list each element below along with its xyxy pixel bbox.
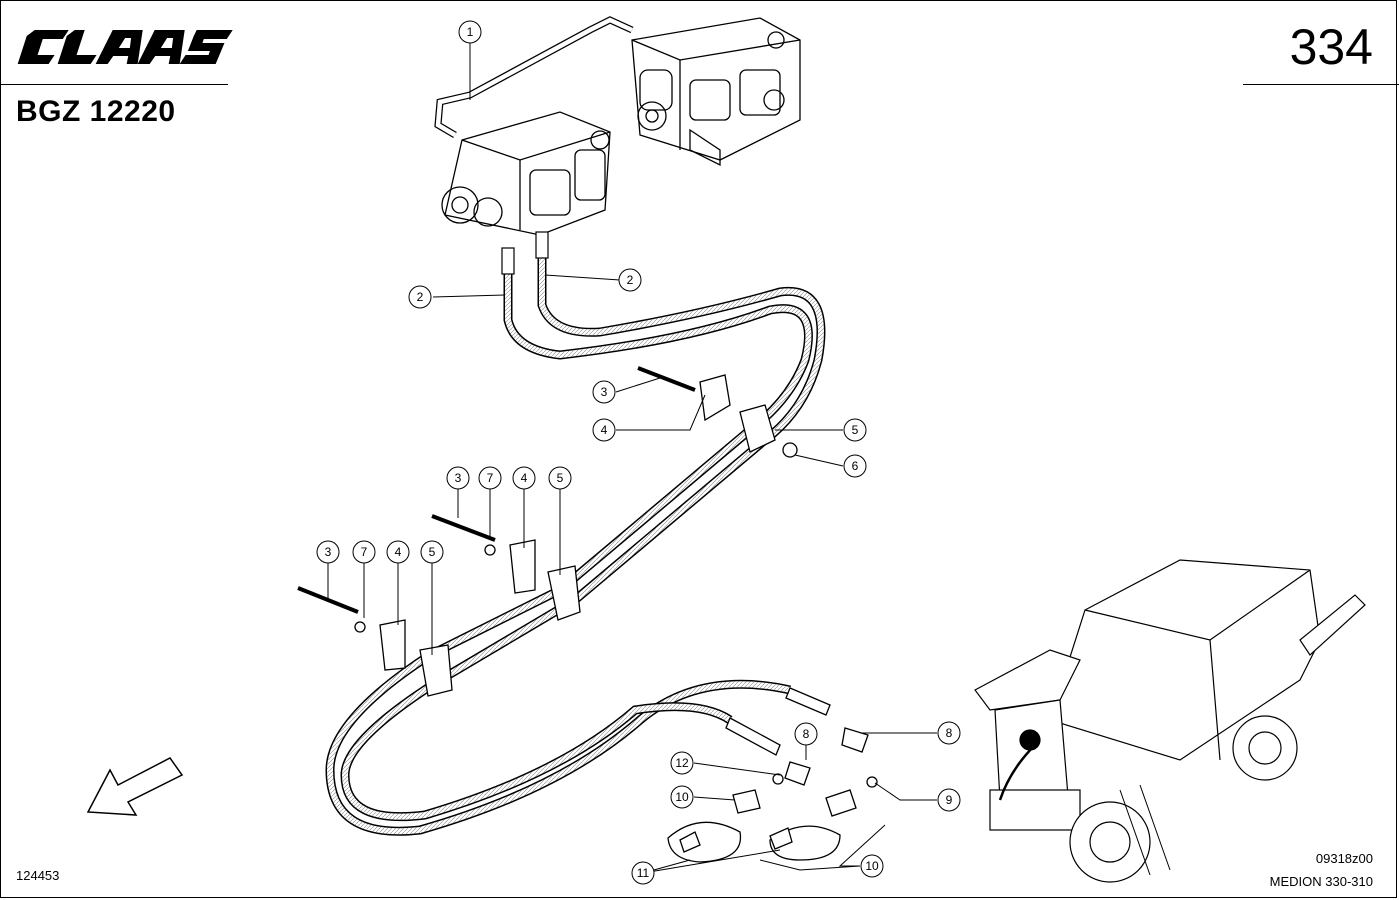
- document-code: BGZ 12220: [16, 95, 176, 128]
- page-number: 334: [1289, 19, 1373, 75]
- model-name: MEDION 330-310: [1269, 874, 1373, 889]
- callout-balloon: [631, 861, 655, 885]
- header-divider-left: [0, 84, 228, 85]
- callout-label: 6: [852, 459, 859, 473]
- control-valve-upper: [631, 17, 801, 167]
- callout-label: 10: [865, 859, 879, 873]
- claas-logo-graphic: [17, 30, 233, 64]
- callout-label: 4: [601, 423, 608, 437]
- callout-label: 11: [637, 866, 650, 880]
- callout-balloon: [386, 540, 410, 564]
- callout-label: 3: [325, 545, 332, 559]
- header-divider-right: [1243, 84, 1399, 85]
- callout-label: 10: [675, 790, 689, 804]
- callout-balloon: [592, 418, 616, 442]
- drawing-id: 124453: [16, 868, 60, 883]
- callout-label: 4: [521, 471, 528, 485]
- callout-balloon: [446, 466, 470, 490]
- callout-label: 1: [467, 25, 474, 39]
- clamp-assemblies: [297, 366, 798, 697]
- callout-balloon: [548, 466, 572, 490]
- combine-harvester-sketch: [974, 559, 1366, 883]
- callout-label: 8: [946, 726, 953, 740]
- callout-balloon: [937, 721, 961, 745]
- drawing-ref: 09318z00: [1315, 851, 1373, 866]
- callout-label: 4: [395, 545, 402, 559]
- callout-label: 7: [487, 471, 494, 485]
- callout-label: 5: [852, 423, 859, 437]
- callout-label: 12: [675, 756, 689, 770]
- callout-balloon: [512, 466, 536, 490]
- callout-label: 5: [429, 545, 436, 559]
- callout-balloon: [458, 20, 482, 44]
- direction-arrow-icon: [86, 757, 184, 816]
- callout-label: 8: [803, 727, 810, 741]
- control-valve-lower: [441, 111, 611, 236]
- callout-label: 3: [455, 471, 462, 485]
- callout-balloon: [316, 540, 340, 564]
- callout-balloon: [843, 418, 867, 442]
- callout-balloon: [592, 380, 616, 404]
- callout-label: 5: [557, 471, 564, 485]
- coupling-parts: [667, 687, 878, 863]
- callout-balloon: [420, 540, 444, 564]
- callout-label: 9: [946, 793, 953, 807]
- callouts: [327, 42, 937, 874]
- callout-label: 2: [627, 273, 634, 287]
- callout-balloon: [937, 788, 961, 812]
- callout-balloon: [860, 854, 884, 878]
- callout-balloon: [352, 540, 376, 564]
- hose-part-2: [325, 231, 826, 836]
- brand-logo: [14, 26, 236, 68]
- callout-balloon: [618, 268, 642, 292]
- callout-label: 3: [601, 385, 608, 399]
- callout-balloon: [478, 466, 502, 490]
- callout-balloon: [843, 454, 867, 478]
- callout-balloon: [794, 722, 818, 746]
- callout-label: 2: [417, 290, 424, 304]
- callout-balloon: [670, 751, 694, 775]
- callout-balloon: [408, 285, 432, 309]
- callout-label: 7: [361, 545, 368, 559]
- callout-balloon: [670, 785, 694, 809]
